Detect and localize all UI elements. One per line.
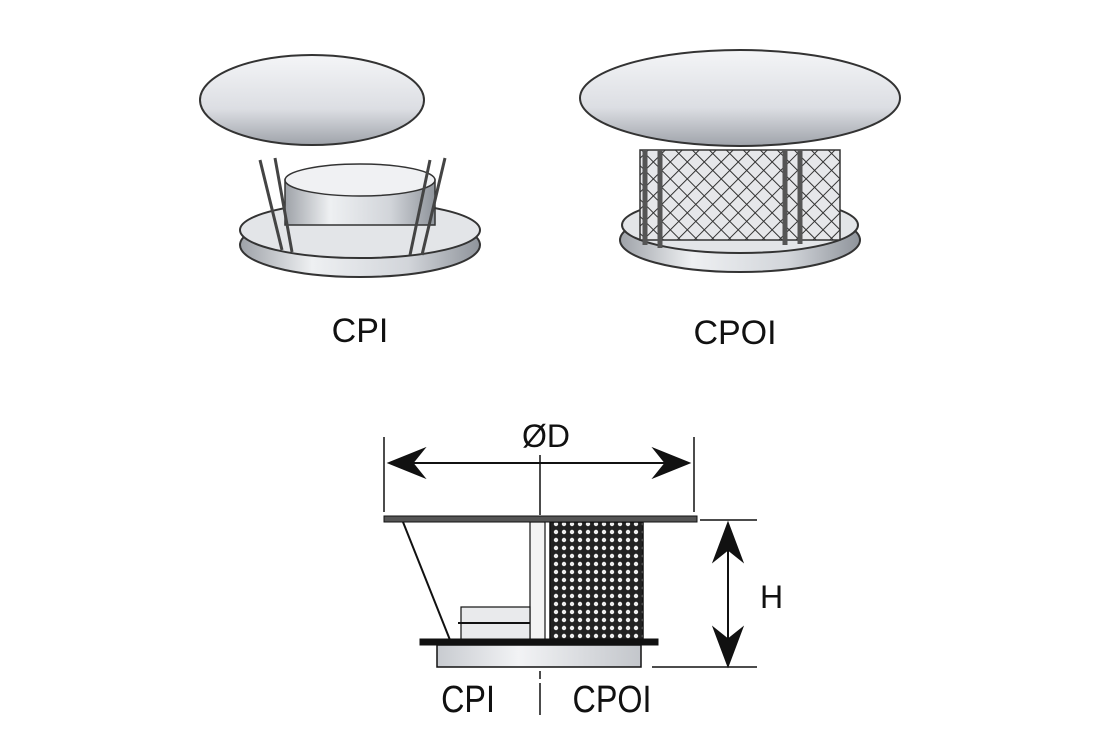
cpoi-label: CPOI	[693, 314, 776, 352]
section-cpi-label: CPI	[441, 679, 495, 721]
cpoi-product-illustration	[579, 49, 901, 273]
cpi-product-illustration	[199, 54, 481, 278]
height-label: H	[760, 579, 783, 615]
diameter-label: ØD	[522, 418, 570, 454]
section-cpoi-label: CPOI	[573, 679, 652, 721]
section-drawing	[383, 437, 757, 715]
cpi-label: CPI	[332, 312, 389, 350]
